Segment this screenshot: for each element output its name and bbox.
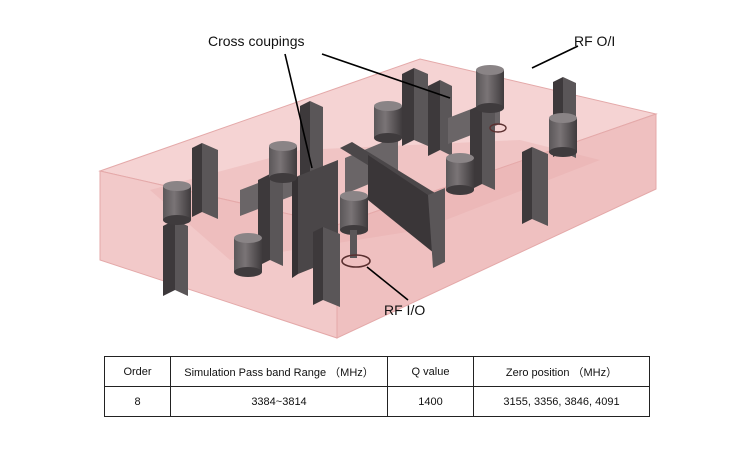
spec-table: Order Simulation Pass band Range （MHz） Q… [104, 356, 650, 417]
resonator-cylinder [549, 113, 577, 157]
coupling-wall [310, 101, 323, 181]
cross-coupling-plate [270, 174, 283, 266]
coupling-walls [163, 68, 576, 307]
cross-coupling-plate [482, 104, 495, 190]
resonator-cylinder [446, 153, 474, 195]
header-q-value: Q value [387, 356, 474, 387]
coupling-wall [313, 227, 323, 305]
coupling-wall [428, 80, 440, 156]
coupling-wall [414, 68, 428, 146]
cell-order: 8 [104, 386, 171, 417]
resonators [163, 65, 577, 277]
coupling-wall [202, 143, 218, 219]
rf-port-ring [489, 123, 507, 133]
coupling-wall [522, 147, 532, 224]
leader-line-rf-io [366, 266, 409, 301]
cell-q-value: 1400 [387, 386, 474, 417]
coupling-wall [402, 68, 414, 146]
annotation-lines [284, 45, 579, 301]
resonator-cylinder [163, 181, 191, 225]
header-passband: Simulation Pass band Range （MHz） [170, 356, 388, 387]
resonator-cylinder [476, 65, 504, 113]
resonator-cylinder [234, 233, 262, 277]
filter-3d-model [98, 45, 658, 339]
table-header-row: Order Simulation Pass band Range （MHz） Q… [104, 356, 650, 387]
coupling-wall [163, 220, 175, 296]
coupling-wall [323, 227, 340, 307]
leader-line-cross-coupling-2 [321, 53, 451, 99]
table-row: 8 3384~3814 1400 3155, 3356, 3846, 4091 [104, 386, 650, 417]
cell-zero-position: 3155, 3356, 3846, 4091 [473, 386, 650, 417]
resonator-cylinder [269, 141, 297, 183]
coupling-wall [532, 147, 548, 226]
cross-coupling-plate [368, 155, 445, 262]
header-zero-position: Zero position （MHz） [473, 356, 650, 387]
resonator-cylinder [374, 101, 402, 143]
coupling-wall [292, 176, 298, 278]
rf-out-label: RF O/I [574, 33, 616, 49]
resonator-cylinder-rf-port [340, 191, 368, 258]
rf-in-label: RF I/O [384, 302, 426, 318]
cross-coupling-plate [428, 188, 445, 268]
coupling-wall [192, 143, 202, 217]
cell-passband: 3384~3814 [170, 386, 388, 417]
coupling-wall [175, 220, 188, 296]
header-order: Order [104, 356, 171, 387]
cross-couplings-label: Cross coupings [208, 33, 305, 49]
leader-line-cross-coupling-1 [284, 53, 313, 169]
leader-line-rf-oi [531, 45, 579, 69]
rf-port-ring [341, 254, 371, 268]
